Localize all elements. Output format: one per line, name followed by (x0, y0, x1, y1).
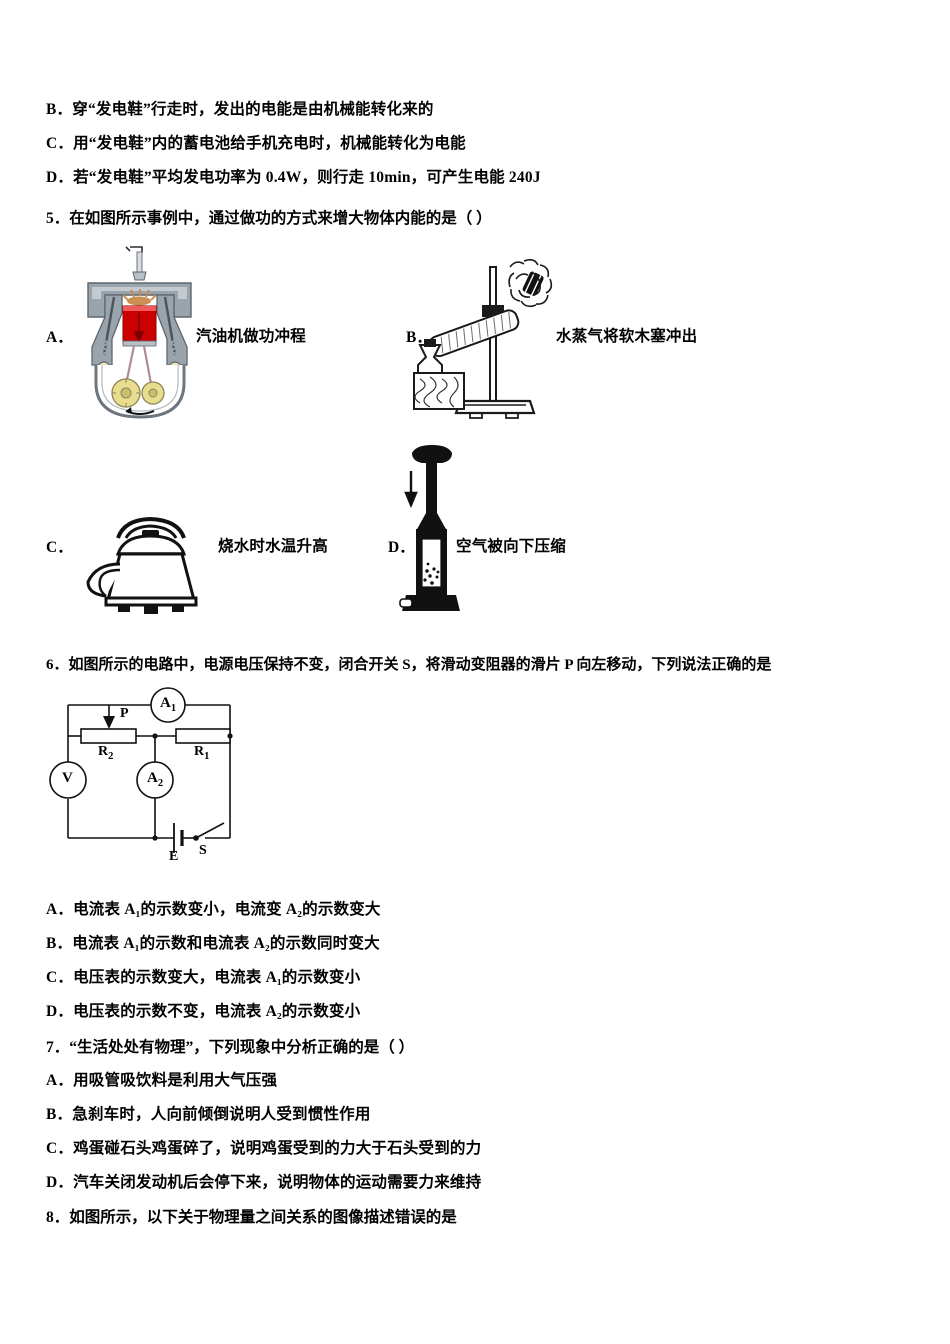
gasoline-engine-power-stroke-figure (82, 243, 202, 421)
circuit-diagram: P A1 A2 V R2 R1 E S (48, 683, 263, 864)
q7-option-d: D．汽车关闭发动机后会停下来，说明物体的运动需要力来维持 (46, 1174, 482, 1191)
q5-option-d-caption: 空气被向下压缩 (456, 538, 566, 555)
circuit-label-ammeter-2: A2 (147, 770, 164, 789)
q7-option-a: A．用吸管吸饮料是利用大气压强 (46, 1072, 278, 1089)
q6-option-d: D．电压表的示数不变，电流表 A₂的示数变小 (46, 1003, 361, 1020)
circuit-label-switch-s: S (199, 843, 207, 858)
circuit-label-ammeter-1: A1 (160, 695, 177, 714)
steam-cork-launch-figure (398, 253, 558, 421)
q4-option-c: C．用“发电鞋”内的蓄电池给手机充电时，机械能转化为电能 (46, 135, 466, 152)
kettle-boiling-water-figure (84, 508, 216, 620)
q4-option-b: B．穿“发电鞋”行走时，发出的电能是由机械能转化来的 (46, 101, 434, 118)
q5-option-c-letter: C． (46, 539, 73, 556)
circuit-label-voltmeter: V (62, 770, 73, 786)
q5-option-a-letter: A． (46, 329, 73, 346)
question-5-stem: 5．在如图所示事例中，通过做功的方式来增大物体内能的是（ ） (46, 210, 492, 227)
circuit-label-battery-e: E (169, 849, 179, 864)
q5-option-a-caption: 汽油机做功冲程 (196, 328, 306, 345)
q5-option-b-caption: 水蒸气将软木塞冲出 (556, 328, 698, 345)
q6-option-b: B．电流表 A₁的示数和电流表 A₂的示数同时变大 (46, 935, 380, 952)
circuit-label-resistor-2: R2 (98, 744, 114, 762)
circuit-label-resistor-1: R1 (194, 744, 210, 762)
q6-option-a: A．电流表 A₁的示数变小，电流变 A₂的示数变大 (46, 901, 381, 918)
question-6-stem: 6．如图所示的电路中，电源电压保持不变，闭合开关 S，将滑动变阻器的滑片 P 向… (46, 657, 772, 673)
q7-option-b: B．急刹车时，人向前倾倒说明人受到惯性作用 (46, 1106, 371, 1123)
q5-option-c-caption: 烧水时水温升高 (218, 538, 328, 555)
question-8-stem: 8．如图所示，以下关于物理量之间关系的图像描述错误的是 (46, 1209, 457, 1226)
q4-option-d: D．若“发电鞋”平均发电功率为 0.4W，则行走 10min，可产生电能 240… (46, 169, 541, 186)
q6-option-c: C．电压表的示数变大，电流表 A₁的示数变小 (46, 969, 361, 986)
air-pump-compression-figure (398, 443, 464, 619)
q7-option-c: C．鸡蛋碰石头鸡蛋碎了，说明鸡蛋受到的力大于石头受到的力 (46, 1140, 482, 1157)
circuit-label-slider-p: P (120, 706, 129, 721)
question-7-stem: 7．“生活处处有物理”，下列现象中分析正确的是（ ） (46, 1039, 415, 1056)
q5-option-d-letter: D． (388, 539, 415, 556)
